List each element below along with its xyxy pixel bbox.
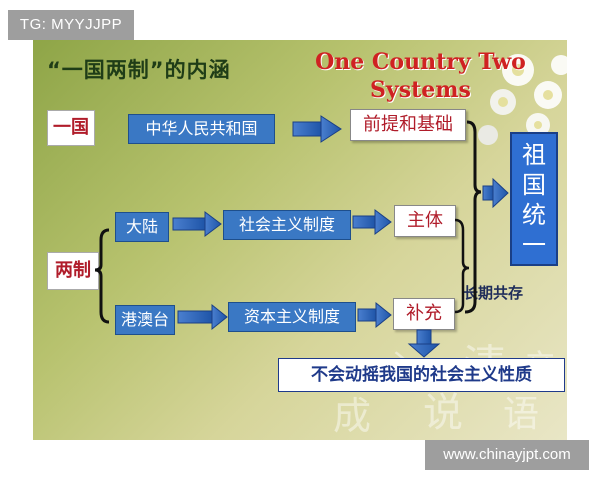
brace-two-systems xyxy=(94,228,110,324)
flowers-decoration xyxy=(478,54,567,157)
arrow-down-to-result xyxy=(407,329,441,358)
brace-coexistence xyxy=(454,218,470,314)
arrow-mainland-to-system xyxy=(172,211,222,237)
box-socialist-system: 社会主义制度 xyxy=(223,210,351,240)
label-two-systems: 两制 xyxy=(47,252,99,290)
label-one-country: 一国 xyxy=(47,110,95,146)
box-reunification: 祖国统一 xyxy=(510,132,558,266)
arrow-system-to-main-body xyxy=(352,209,392,235)
connectors xyxy=(94,115,509,358)
box-socialist-nature: 不会动摇我国的社会主义性质 xyxy=(278,358,565,392)
box-capitalist-system: 资本主义制度 xyxy=(228,302,356,332)
box-premise-foundation: 前提和基础 xyxy=(350,109,466,141)
arrow-hk-to-system xyxy=(177,303,228,331)
arrow-prc-to-premise xyxy=(292,115,342,143)
label-long-term-coexistence: 长期共存 xyxy=(463,284,524,302)
box-prc: 中华人民共和国 xyxy=(128,114,275,144)
english-title: One Country Two Systems xyxy=(315,49,526,103)
arrow-to-reunification xyxy=(482,177,509,209)
watermark-bottom-right: www.chinayjpt.com xyxy=(425,440,589,470)
box-mainland: 大陆 xyxy=(115,212,169,242)
arrow-system-to-supplement xyxy=(357,301,392,329)
watermark-top-left: TG: MYYJJPP xyxy=(8,10,134,40)
box-hk-macau-taiwan: 港澳台 xyxy=(115,305,175,335)
box-main-body: 主体 xyxy=(394,205,456,237)
page-title: “一国两制”的内涵 xyxy=(47,58,231,82)
brace-right-outer xyxy=(464,120,482,314)
slide: 清 说 成 语 心 亲 “一国两制”的内涵 One Country Two Sy… xyxy=(33,40,567,440)
reunification-text: 祖国统一 xyxy=(522,141,546,259)
